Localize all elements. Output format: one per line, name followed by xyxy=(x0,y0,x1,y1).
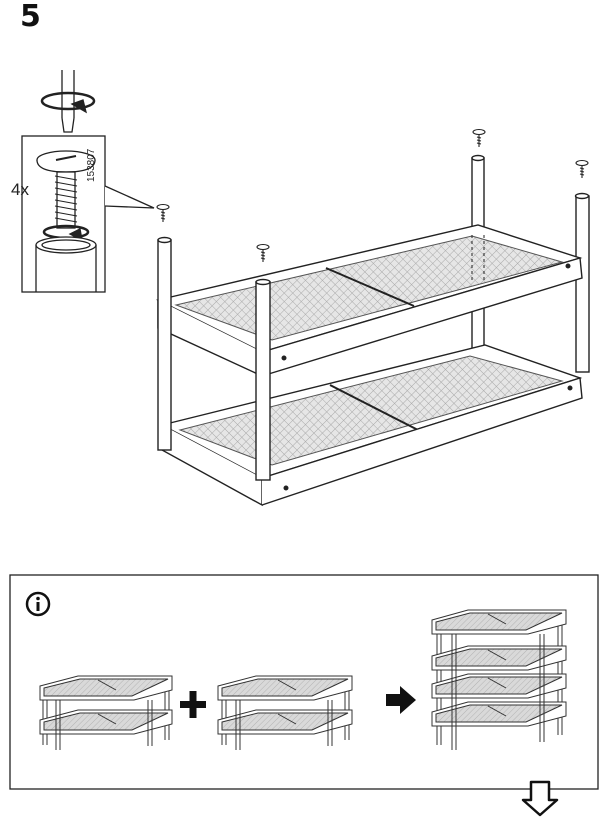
quantity-label: 4x xyxy=(11,180,29,199)
info-circle-icon xyxy=(25,591,51,617)
right-arrow-icon xyxy=(386,686,416,714)
screw-icons xyxy=(156,128,589,262)
screw-icon xyxy=(156,203,170,222)
small-shelf-unit-1 xyxy=(39,675,173,750)
screw-icon xyxy=(472,128,486,147)
stacked-shelf-unit xyxy=(431,609,567,750)
part-number-label: 153807 xyxy=(86,148,97,182)
screw-icon xyxy=(575,159,589,178)
info-panel xyxy=(9,574,599,790)
shelf-unit xyxy=(155,154,590,507)
plus-icon xyxy=(180,691,206,718)
step-number: 5 xyxy=(20,0,41,34)
small-shelf-unit-2 xyxy=(217,675,353,750)
top-shelf xyxy=(155,224,583,378)
rotate-clockwise-icon xyxy=(40,91,96,114)
screw-icon xyxy=(256,243,270,262)
screw-detail-callout xyxy=(21,70,155,293)
down-arrow-icon[interactable] xyxy=(521,780,559,817)
bottom-shelf xyxy=(160,344,583,507)
